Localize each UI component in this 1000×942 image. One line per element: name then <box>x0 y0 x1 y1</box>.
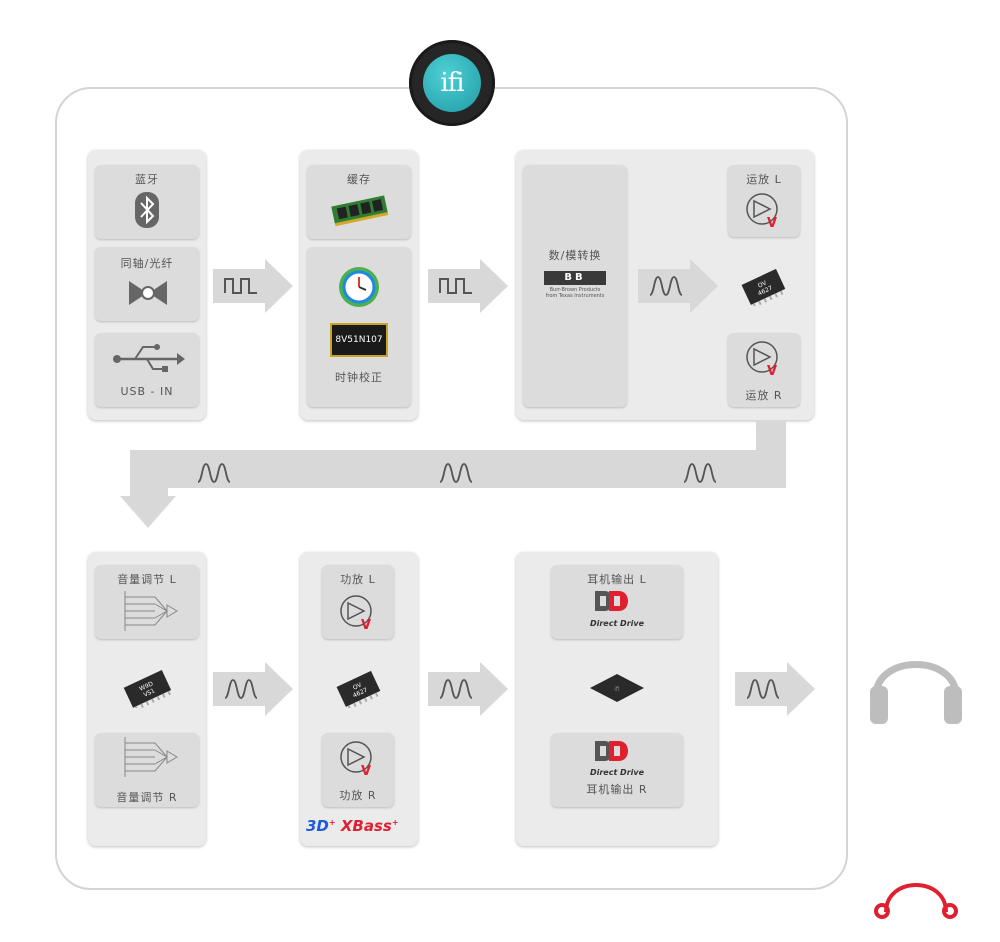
opamp-chip: OV 4627 <box>741 268 786 306</box>
clock-correction-card: 8V51N107 时钟校正 <box>307 247 411 407</box>
opamp-r-card: V 运放 R <box>728 333 800 407</box>
amp-l-card: 功放 L V <box>322 565 394 639</box>
headphones-icon <box>870 661 962 724</box>
cache-card: 缓存 <box>307 165 411 239</box>
cache-label: 缓存 <box>347 173 371 186</box>
hp-out-l-card: 耳机输出 L Direct Drive <box>551 565 683 639</box>
hp-out-l-label: 耳机输出 L <box>587 573 647 586</box>
volume-chip-text-2: VS1 <box>143 687 157 698</box>
memory-icon <box>331 195 389 227</box>
signal-arrow-analog-4 <box>735 662 815 716</box>
logo-xbass: XBass <box>340 817 392 835</box>
opamp-icon: V <box>746 341 778 379</box>
signal-arrow-analog-3 <box>428 662 508 716</box>
opamp-r-label: 运放 R <box>745 389 783 402</box>
usb-icon <box>113 344 185 372</box>
volume-l-card: 音量调节 L <box>95 565 199 639</box>
direct-drive-logo-icon <box>595 591 628 611</box>
opamp-l-card: 运放 L V <box>728 165 800 237</box>
volume-r-label: 音量调节 R <box>116 791 178 804</box>
bluetooth-icon <box>135 192 159 228</box>
hp-out-r-label: 耳机输出 R <box>586 783 648 796</box>
amp-r-card: V 功放 R <box>322 733 394 807</box>
direct-drive-logo-icon <box>595 741 628 761</box>
opamp-chip-text-1: OV <box>757 279 769 289</box>
bluetooth-card: 蓝牙 <box>95 165 199 239</box>
coax-optical-label: 同轴/光纤 <box>120 257 174 270</box>
clock-correction-label: 时钟校正 <box>335 371 383 384</box>
bb-caption-line2: from Texas Instruments <box>545 293 605 299</box>
signal-arrow-digital-2 <box>428 259 508 313</box>
opamp-icon: V <box>746 193 778 231</box>
dd-text-r: Direct Drive <box>589 768 645 777</box>
coax-optical-card: 同轴/光纤 <box>95 247 199 321</box>
svg-text:V: V <box>767 216 777 231</box>
signal-arrow-return <box>120 420 786 528</box>
clock-chip: 8V51N107 <box>330 323 388 357</box>
hp-out-r-card: Direct Drive 耳机输出 R <box>551 733 683 807</box>
volume-chip: W9D VS1 <box>123 670 172 708</box>
opamp-icon: V <box>340 595 372 633</box>
bluetooth-label: 蓝牙 <box>135 173 159 186</box>
usb-card: USB - IN <box>95 333 199 407</box>
amp-l-label: 功放 L <box>340 573 376 586</box>
opamp-l-label: 运放 L <box>746 173 782 186</box>
dd-text-l: Direct Drive <box>589 619 645 628</box>
signal-arrow-analog-2 <box>213 662 293 716</box>
clock-icon <box>339 267 379 307</box>
output-chip: ifi <box>590 674 644 702</box>
brand-mark-icon <box>874 883 958 919</box>
volume-ladder-icon <box>124 591 178 631</box>
coax-optical-icon <box>129 281 167 305</box>
3d-xbass-logo: 3D+ XBass+ <box>306 817 399 835</box>
bb-logo-text: BB <box>564 272 586 283</box>
bb-caption-line1: Burr-Brown Products <box>549 287 601 293</box>
burr-brown-logo: BB <box>544 271 606 285</box>
dac-card: 数/模转换 BB Burr-Brown Products from Texas … <box>523 165 627 407</box>
signal-arrow-analog-1 <box>638 259 718 313</box>
opamp-icon: V <box>340 741 372 779</box>
amp-chip-text-1: OV <box>352 681 364 691</box>
amp-r-label: 功放 R <box>339 789 377 802</box>
svg-text:V: V <box>361 764 371 779</box>
dac-label: 数/模转换 <box>548 249 602 262</box>
logo-3d: 3D <box>306 817 329 835</box>
svg-text:V: V <box>767 364 777 379</box>
usb-label: USB - IN <box>120 385 174 398</box>
bb-caption: Burr-Brown Products from Texas Instrumen… <box>523 287 627 299</box>
volume-l-label: 音量调节 L <box>117 573 177 586</box>
output-chip-text: ifi <box>614 686 620 693</box>
ifi-logo-text: ifi <box>423 54 481 112</box>
signal-arrow-digital-1 <box>213 259 293 313</box>
ifi-logo: ifi <box>409 40 495 126</box>
volume-r-card: 音量调节 R <box>95 733 199 807</box>
clock-chip-text: 8V51N107 <box>335 335 383 345</box>
volume-ladder-icon <box>124 737 178 777</box>
amp-chip: OV 4627 <box>336 670 381 708</box>
svg-text:V: V <box>361 618 371 633</box>
